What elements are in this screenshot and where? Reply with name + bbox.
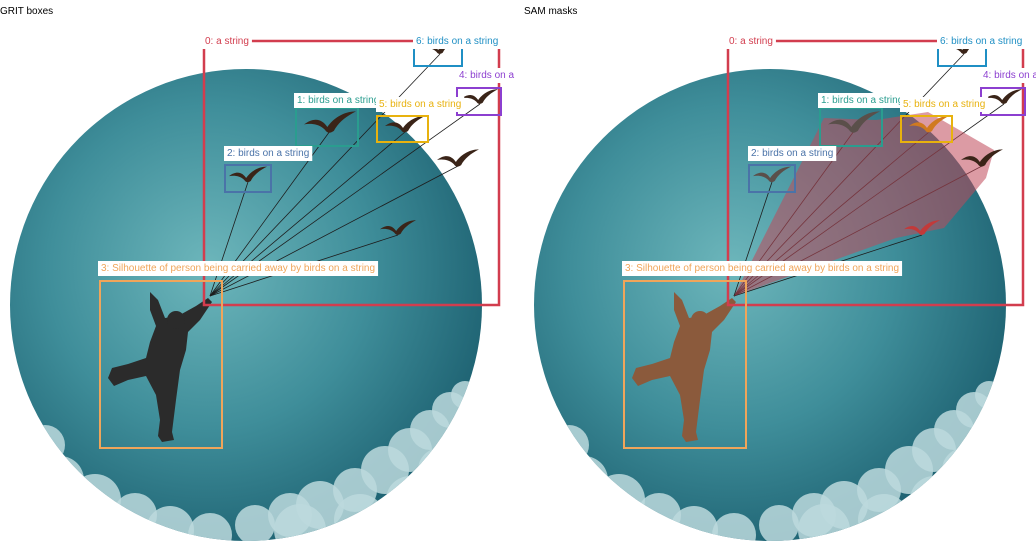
annotation-box-0 (202, 39, 501, 307)
annotation-1: 1: birds on a string (294, 93, 383, 147)
annotation-label-6: 6: birds on a string (416, 36, 498, 47)
annotation-3: 3: Silhouette of person being carried aw… (98, 261, 379, 449)
annotation-4: 4: birds on a (456, 68, 518, 116)
annotation-label-bg-5 (376, 97, 465, 112)
annotation-label-bg-1 (294, 93, 383, 108)
bird-2 (385, 116, 425, 133)
annotation-label-bg-2 (748, 146, 837, 161)
annotation-label-bg-0 (202, 34, 252, 49)
annotation-label-bg-4 (980, 68, 1036, 83)
panel-sam: 0: a string 1: birds on a string 2: birds … (534, 34, 1036, 541)
annotation-0: 0: a string (202, 34, 501, 307)
annotation-label-5: 5: birds on a string (379, 99, 461, 110)
annotation-label-3: 3: Silhouette of person being carried aw… (101, 263, 375, 274)
annotation-2: 2: birds on a string (224, 146, 313, 193)
annotation-label-2: 2: birds on a string (751, 148, 833, 159)
bird-3 (986, 89, 1022, 104)
annotation-label-0: 0: a string (205, 36, 249, 47)
annotation-label-4: 4: birds on a (459, 70, 514, 81)
panel-grit: 0: a string 1: birds on a string 2: birds … (10, 34, 518, 541)
annotation-label-bg-6 (413, 34, 502, 49)
annotation-label-4: 4: birds on a (983, 70, 1036, 81)
annotation-label-2: 2: birds on a string (227, 148, 309, 159)
bird-2 (909, 116, 949, 133)
annotation-2: 2: birds on a string (748, 146, 837, 193)
person-silhouette (632, 292, 736, 442)
annotation-label-1: 1: birds on a string (297, 95, 379, 106)
bird-4 (437, 149, 479, 167)
bird-5 (380, 220, 416, 235)
annotation-label-6: 6: birds on a string (940, 36, 1022, 47)
annotation-label-bg-1 (818, 93, 907, 108)
annotation-label-1: 1: birds on a string (821, 95, 903, 106)
bird-1 (229, 166, 267, 183)
annotation-label-0: 0: a string (729, 36, 773, 47)
annotation-label-bg-3 (98, 261, 379, 276)
bird-4 (961, 149, 1003, 167)
annotation-label-bg-3 (622, 261, 903, 276)
annotation-label-bg-5 (900, 97, 989, 112)
bird-0 (304, 111, 356, 133)
annotation-label-3: 3: Silhouette of person being carried aw… (625, 263, 899, 274)
annotation-label-bg-4 (456, 68, 518, 83)
panel-title-sam: SAM masks (524, 6, 578, 17)
bird-5 (904, 220, 940, 235)
annotation-label-bg-2 (224, 146, 313, 161)
annotation-5: 5: birds on a string (900, 97, 989, 143)
annotation-box-2 (748, 164, 796, 193)
annotation-label-5: 5: birds on a string (903, 99, 985, 110)
person-head (167, 311, 185, 329)
annotation-0: 0: a string (726, 34, 1025, 307)
annotation-label-bg-6 (937, 34, 1026, 49)
person-silhouette (108, 292, 212, 442)
annotation-box-5 (376, 115, 429, 143)
person-head (691, 311, 709, 329)
panel-title-grit: GRIT boxes (0, 6, 54, 17)
annotation-3: 3: Silhouette of person being carried aw… (622, 261, 903, 449)
annotation-box-3 (623, 280, 747, 449)
annotation-box-5 (900, 115, 953, 143)
annotation-6: 6: birds on a string (937, 34, 1026, 67)
annotation-5: 5: birds on a string (376, 97, 465, 143)
string-mask (734, 112, 994, 296)
annotation-6: 6: birds on a string (413, 34, 502, 67)
annotation-box-3 (99, 280, 223, 449)
annotation-1: 1: birds on a string (818, 93, 907, 147)
annotation-4: 4: birds on a (980, 68, 1036, 116)
bird-3 (462, 89, 498, 104)
annotation-box-2 (224, 164, 272, 193)
bird-0 (828, 111, 880, 133)
bird-1 (753, 166, 791, 183)
annotation-label-bg-0 (726, 34, 776, 49)
annotation-box-0 (726, 39, 1025, 307)
